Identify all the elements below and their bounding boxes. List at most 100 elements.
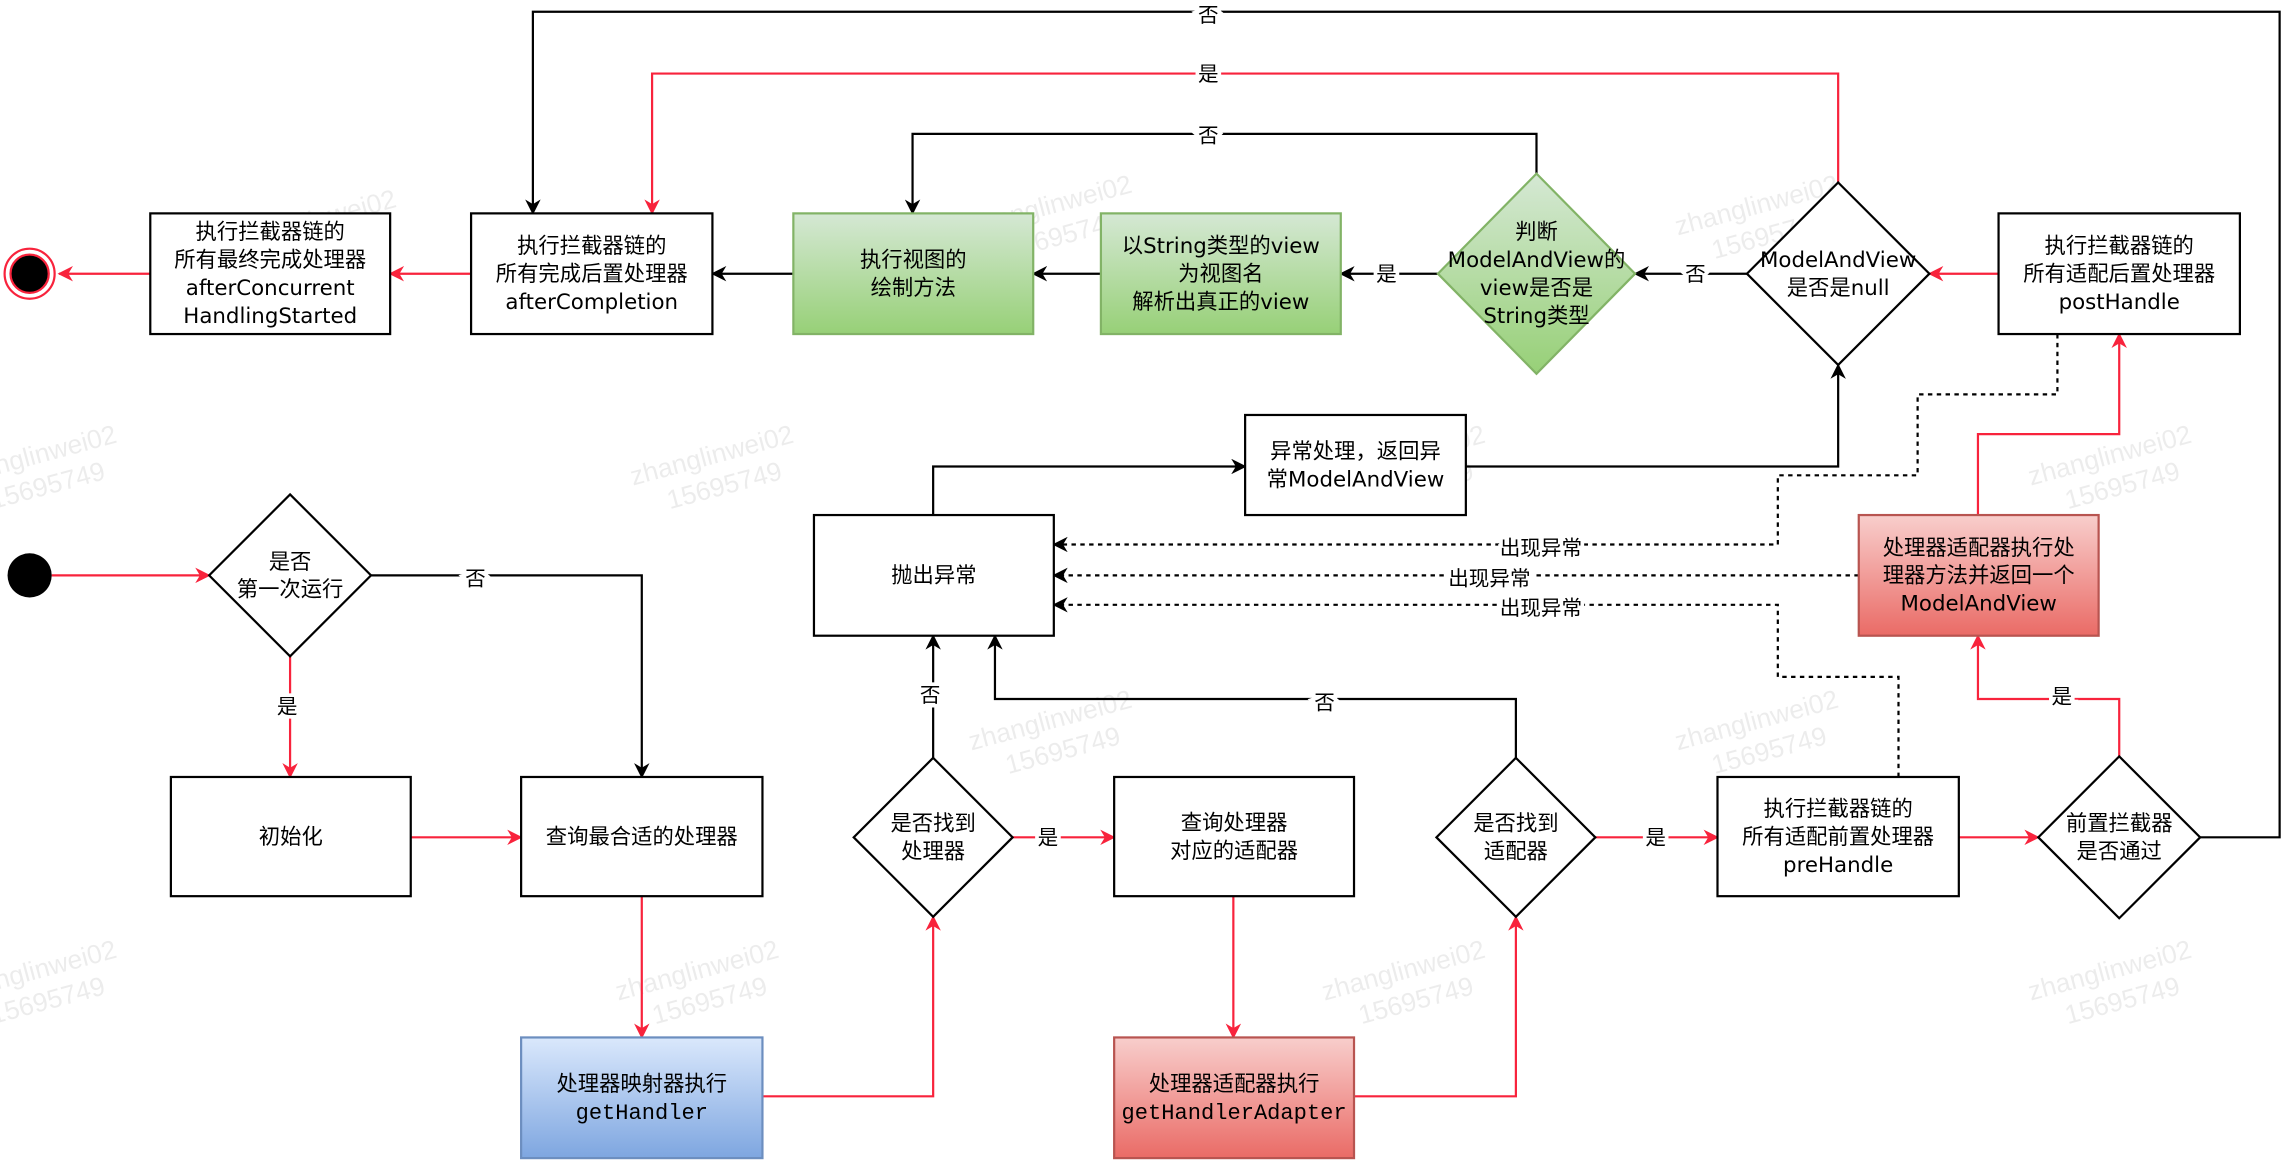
node-text-line: 初始化 (259, 825, 323, 850)
node-text-line: 适配器 (1484, 840, 1548, 865)
edge-preOk-to-afterCompletion (525, 10, 2281, 839)
start-state-icon (7, 553, 52, 598)
node-throwEx[interactable]: 抛出异常 (812, 513, 1055, 637)
node-text-line: 处理器 (901, 840, 965, 865)
node-text-line: postHandle (2059, 290, 2180, 315)
node-text-line: 是否找到 (890, 812, 975, 837)
edge-invoke-to-postHandle (1976, 332, 2127, 516)
edge-isString-to-render (904, 132, 1538, 215)
node-text-line: 所有适配后置处理器 (2023, 262, 2215, 287)
node-text-line: 为视图名 (1178, 262, 1263, 287)
node-text-line: 以String类型的view (1122, 234, 1320, 259)
edge-label-foundHandler-to-queryAdapter: 是 (1038, 826, 1059, 850)
edge-firstRun-to-findBest (371, 574, 650, 779)
node-start[interactable] (7, 553, 52, 598)
process-shape (1997, 212, 2241, 336)
node-text-line: 处理器映射器执行 (556, 1072, 727, 1097)
node-findBest[interactable]: 查询最合适的处理器 (520, 775, 764, 898)
node-getAdapter[interactable]: 处理器适配器执行 getHandlerAdapter (1113, 1036, 1356, 1160)
node-text-line: 所有适配前置处理器 (1742, 825, 1934, 850)
node-text-line: afterCompletion (505, 290, 678, 315)
edge-throw-to-handleEx (932, 458, 1247, 516)
edge-label-invoke-exception: 出现异常 (1448, 567, 1530, 591)
process-shape (1113, 775, 1356, 898)
process-shape (520, 1036, 764, 1160)
node-text-line: getHandlerAdapter (1122, 1101, 1347, 1126)
process-shape (1857, 513, 2100, 637)
node-text-line: 前置拦截器 (2066, 812, 2173, 837)
node-text-line: 绘制方法 (871, 276, 956, 301)
node-text-line: 查询处理器 (1181, 811, 1288, 836)
edge-label-preHandle-exception: 出现异常 (1500, 596, 1582, 620)
process-shape (1099, 212, 1342, 336)
edge-label-isNull-to-isString: 否 (1685, 262, 1706, 286)
process-shape (1244, 413, 1467, 517)
node-text-line: 理器方法并返回一个 (1883, 564, 2075, 589)
node-text-line: ModelAndView (1760, 248, 1916, 273)
node-text-line: 查询最合适的处理器 (546, 825, 738, 850)
process-shape (1113, 1036, 1356, 1160)
node-init[interactable]: 初始化 (169, 775, 412, 898)
edge-isNull-to-afterCompletion (644, 72, 1840, 215)
node-isString[interactable]: 判断 ModelAndView的 view是否是 String类型 (1436, 172, 1637, 376)
edge-label-isString-to-render: 否 (1198, 124, 1219, 148)
edge-preHandle-exception (1052, 597, 1900, 777)
nodes: 执行拦截器链的所有最终完成处理器afterConcurrentHandlingS… (3, 172, 2241, 1160)
node-text-line: 第一次运行 (237, 578, 344, 603)
edge-getHandler-to-foundHandler (762, 915, 941, 1098)
node-text-line: 判断 (1515, 220, 1558, 245)
node-text-line: 处理器适配器执行处 (1883, 536, 2075, 561)
node-text-line: view是否是 (1480, 276, 1593, 301)
node-text-line: 执行拦截器链的 (2045, 234, 2194, 259)
node-text-line: String类型 (1483, 304, 1589, 329)
node-text-line: 是否找到 (1473, 812, 1558, 837)
end-state-core (9, 253, 50, 294)
edge-label-preOk-to-afterCompletion: 否 (1198, 3, 1219, 27)
node-end[interactable] (3, 247, 56, 300)
process-shape (149, 212, 392, 336)
node-text-line: ModelAndView (1901, 592, 2057, 617)
process-shape (520, 775, 764, 898)
edge-labels: 是否否是否否是是是是否否出现异常出现异常出现异常 (273, 0, 2076, 853)
node-text-line: 抛出异常 (891, 564, 976, 589)
node-finalBox[interactable]: 执行拦截器链的所有最终完成处理器afterConcurrentHandlingS… (149, 212, 392, 336)
node-text-line: 处理器适配器执行 (1149, 1072, 1320, 1097)
node-text-line: 对应的适配器 (1170, 839, 1298, 864)
node-text-line: ModelAndView的 (1448, 248, 1626, 273)
edge-label-isNull-to-afterCompletion: 是 (1198, 62, 1219, 86)
process-shape (469, 212, 714, 336)
node-text-line: 执行视图的 (860, 248, 967, 273)
edge-handleEx-to-isNull (1465, 363, 1846, 468)
node-text-line: afterConcurrent (186, 276, 355, 301)
node-text-line: HandlingStarted (183, 304, 357, 329)
node-text-line: 执行拦截器链的 (1764, 797, 1913, 822)
edge-label-firstRun-to-init: 是 (277, 695, 298, 719)
node-text-line: 所有最终完成处理器 (174, 248, 366, 273)
edge-preOk-to-invoke (1970, 634, 2121, 757)
edge-label-foundAdapter-to-preHandle: 是 (1645, 826, 1666, 850)
process-shape (1716, 775, 1960, 898)
process-shape (169, 775, 412, 898)
edge-label-foundHandler-to-throw: 否 (920, 683, 941, 707)
edge-label-foundAdapter-to-throw: 否 (1314, 690, 1335, 714)
node-text-line: 执行拦截器链的 (517, 234, 666, 259)
node-text-line: preHandle (1783, 853, 1893, 878)
edge-getAdapter-to-foundAdapter (1354, 915, 1524, 1098)
edge-postHandle-exception (1052, 334, 2059, 553)
decision-shape (1434, 756, 1597, 919)
